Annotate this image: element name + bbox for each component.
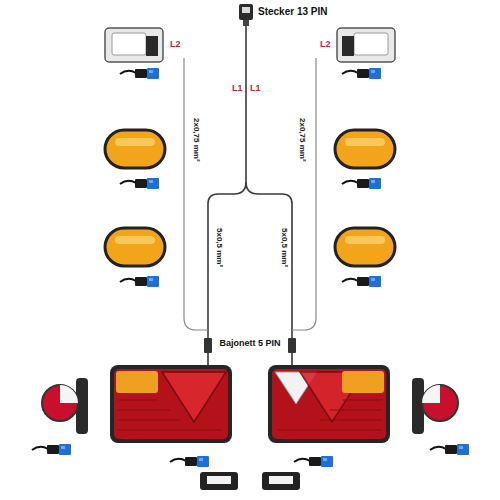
cable-spec: 5x0,5 mm² [279,228,288,267]
connector-label: Stecker 13 PIN [258,6,328,17]
wire-label: L2 [170,40,181,50]
outline-marker-lamp [42,378,458,434]
connector-label: Bajonett 5 PIN [218,339,281,349]
wire-label: L1 [232,84,243,94]
wire-label: L1 [250,84,261,94]
main-cable [208,26,292,340]
cable-spec: 5x0,5 mm² [214,228,223,267]
side-wire [184,58,316,330]
side-marker-lamp [105,28,395,62]
rear-lamp [110,365,232,443]
cable-spec: 2x0,75 mm² [297,118,306,162]
bayonet-connector [204,338,296,367]
cable-spec: 2x0,75 mm² [191,118,200,162]
plug-13-pin [239,4,253,26]
amber-marker-lamp [105,130,395,266]
license-plate-lamp [200,472,300,490]
rear-lamp [268,365,390,443]
lamp-plug [32,68,469,467]
wire-label: L2 [320,40,331,50]
